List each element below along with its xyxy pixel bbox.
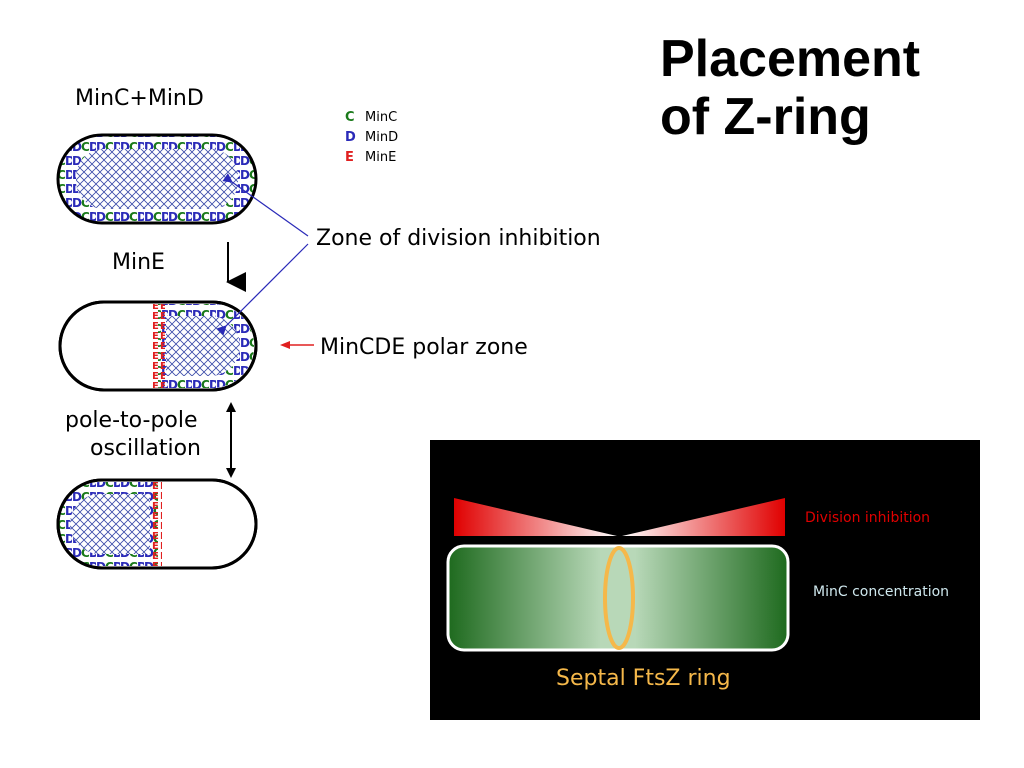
label-septal-ring: Septal FtsZ ring xyxy=(556,666,731,691)
pointer-polar-zone xyxy=(280,341,314,349)
pointer-zone-cell1 xyxy=(222,173,309,237)
legend-name-minc: MinC xyxy=(365,110,398,125)
legend-letter-e: E xyxy=(345,150,354,165)
label-zone-inhibition: Zone of division inhibition xyxy=(316,226,601,251)
legend-name-mind: MinD xyxy=(365,130,399,145)
cell-polar-zone xyxy=(58,300,258,392)
minc-gradient-panel: Division inhibition MinC concentration S… xyxy=(430,440,980,720)
slide-title: Placement of Z-ring xyxy=(660,30,920,146)
legend-letter-d: D xyxy=(345,130,356,145)
label-polar-zone: MinCDE polar zone xyxy=(320,335,528,360)
arrow-oscillation xyxy=(226,402,236,478)
legend-name-mine: MinE xyxy=(365,150,397,165)
label-oscillation-2: oscillation xyxy=(90,436,201,461)
label-minc-concentration: MinC concentration xyxy=(813,584,950,600)
title-line-1: Placement xyxy=(660,30,921,88)
legend-item-mind: D MinD xyxy=(345,128,398,148)
label-mine: MinE xyxy=(112,250,165,275)
title-line-2: of Z-ring xyxy=(660,88,871,146)
label-oscillation-1: pole-to-pole xyxy=(65,408,198,433)
inhibition-wedge-left xyxy=(454,498,617,536)
cell-opposite-pole xyxy=(56,478,258,570)
label-division-inhibition: Division inhibition xyxy=(805,510,931,526)
legend-item-minc: C MinC xyxy=(345,108,398,128)
label-minc-mind: MinC+MinD xyxy=(75,86,204,111)
inhibition-wedge-right xyxy=(622,498,785,536)
cell-minc-mind xyxy=(56,133,258,225)
ftsz-ring xyxy=(603,546,635,650)
legend-item-mine: E MinE xyxy=(345,148,398,168)
min-oscillation-diagram: D C D E xyxy=(56,133,314,570)
pointer-zone-cell2 xyxy=(216,243,309,336)
legend: C MinC D MinD E MinE xyxy=(345,108,398,168)
cell-gradient xyxy=(446,544,790,652)
panel-graphic xyxy=(446,498,790,652)
legend-letter-c: C xyxy=(345,110,355,125)
